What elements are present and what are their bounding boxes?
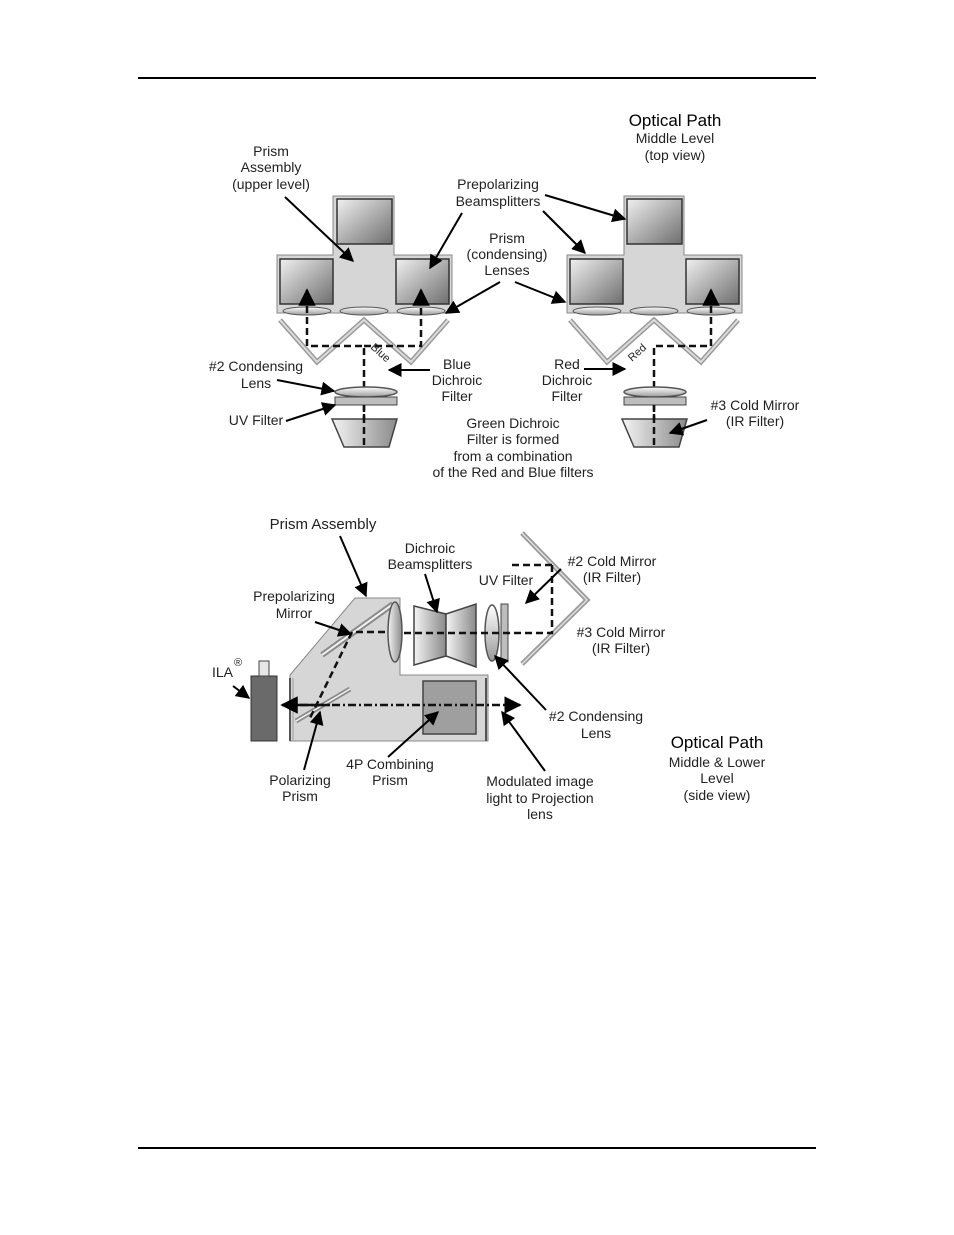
prepolarizing-label: Beamsplitters: [456, 193, 541, 209]
green-dichroic-note: Filter is formed: [467, 431, 560, 447]
condensing-lens-2-label: Lens: [241, 375, 271, 391]
cold-mirror-2-label: (IR Filter): [583, 569, 641, 585]
light-path: [652, 288, 720, 432]
prism-lenses-label: Lenses: [484, 262, 529, 278]
uv-filter-label: UV Filter: [479, 572, 534, 588]
red-prism-assembly: [566, 195, 743, 448]
ila-label: ILA: [212, 664, 234, 680]
dichroic-filter: [568, 316, 740, 366]
condensing-lens-2-label: #2 Condensing: [549, 708, 643, 724]
green-dichroic-note: from a combination: [453, 448, 572, 464]
side-view-subtitle: Level: [700, 770, 733, 786]
prism-lenses-label: Prism: [489, 230, 525, 246]
modulated-light-label: Modulated image: [486, 773, 594, 789]
red-dichroic-label: Dichroic: [542, 372, 593, 388]
condensing-lens-2: [623, 386, 687, 398]
condensing-lens: [629, 306, 679, 316]
dichroic-beamsplitter: [445, 602, 477, 669]
uv-filter: [334, 396, 398, 406]
footer-rule: [138, 1147, 816, 1149]
uv-filter-label: UV Filter: [229, 412, 284, 428]
combining-prism: [422, 680, 477, 735]
condensing-lens: [339, 306, 389, 316]
prism-assembly-label: Prism: [253, 143, 289, 159]
prism-assembly-label: (upper level): [232, 176, 310, 192]
red-dichroic-label: Red: [554, 356, 580, 372]
side-view-subtitle: Middle & Lower: [669, 754, 766, 770]
cold-mirror-2-label: #2 Cold Mirror: [568, 553, 657, 569]
modulated-light-label: light to Projection: [486, 790, 593, 806]
top-view-subtitle: Middle Level: [636, 130, 715, 146]
top-view-title: Optical Path: [629, 111, 722, 130]
blue-dichroic-label: Blue: [443, 356, 471, 372]
prism-box-left: [569, 258, 624, 305]
dichroic-beamsplitter: [413, 605, 447, 666]
condensing-lens-2-label: Lens: [581, 725, 611, 741]
blue-dichroic-label: Filter: [441, 388, 472, 404]
prism-box-right: [685, 258, 740, 305]
dichroic-beamsplitters-label: Dichroic: [405, 540, 456, 556]
side-view-assembly: [250, 531, 591, 742]
prepolarizing-label: Prepolarizing: [457, 176, 539, 192]
ila-device: [250, 675, 278, 742]
combining-prism-label: Prism: [372, 772, 408, 788]
cold-mirror-3-label: (IR Filter): [726, 413, 784, 429]
prism-assembly-label: Assembly: [241, 159, 302, 175]
light-path: [298, 288, 366, 432]
ila-registered-mark: ®: [234, 657, 242, 669]
side-view-subtitle: (side view): [684, 787, 751, 803]
condensing-lens-2: [334, 386, 398, 398]
blue-prism-assembly: [276, 195, 453, 448]
combining-prism-label: 4P Combining: [346, 756, 434, 772]
prism-assembly-label: Prism Assembly: [270, 516, 377, 533]
prepolarizing-mirror-label: Mirror: [276, 605, 313, 621]
cold-mirror-3-label: #3 Cold Mirror: [577, 624, 666, 640]
top-view-callout-arrows: [276, 194, 708, 436]
green-dichroic-note: Green Dichroic: [466, 415, 559, 431]
cold-mirror: [623, 396, 687, 406]
prepolarizing-beamsplitter-box: [336, 198, 393, 245]
prism-lens: [387, 601, 403, 663]
cold-mirror-3-label: (IR Filter): [592, 640, 650, 656]
prism-lenses-label: (condensing): [467, 246, 548, 262]
dichroic-filter: [278, 316, 450, 366]
condensing-lens: [572, 306, 622, 316]
prepolarizing-mirror-label: Prepolarizing: [253, 588, 335, 604]
cold-mirror-3-label: #3 Cold Mirror: [711, 397, 800, 413]
red-dichroic-label: Filter: [551, 388, 582, 404]
side-view-callout-arrows: [232, 535, 562, 772]
modulated-light-label: lens: [527, 806, 553, 822]
top-view-subtitle: (top view): [645, 147, 706, 163]
polarizing-prism-label: Polarizing: [269, 772, 330, 788]
blue-dichroic-label: Dichroic: [432, 372, 483, 388]
condensing-lens-2-label: #2 Condensing: [209, 358, 303, 374]
prepolarizing-beamsplitter-box: [626, 198, 683, 245]
prism-box-right: [395, 258, 450, 305]
green-dichroic-note: of the Red and Blue filters: [432, 464, 593, 480]
header-rule: [138, 77, 816, 79]
dichroic-beamsplitters-label: Beamsplitters: [388, 556, 473, 572]
side-view-title: Optical Path: [671, 733, 764, 752]
polarizing-prism-label: Prism: [282, 788, 318, 804]
